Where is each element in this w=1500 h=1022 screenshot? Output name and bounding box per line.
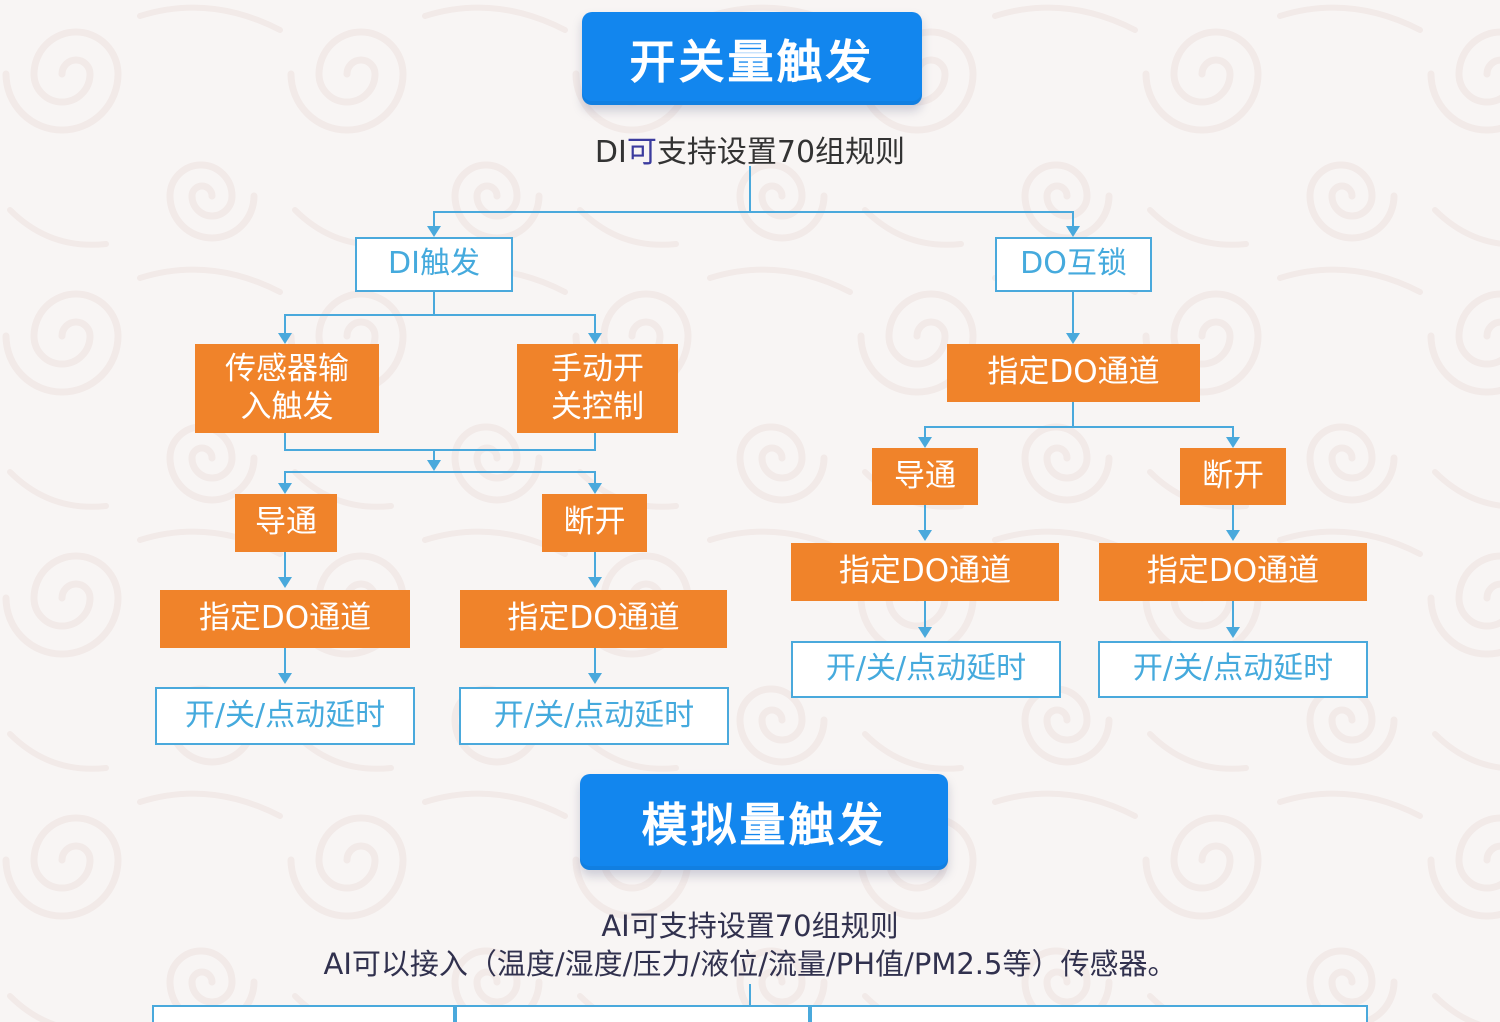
switch-trigger-banner: 开关量触发 (582, 12, 922, 105)
node-label-line: 入触发 (240, 388, 334, 425)
node-off-right: 断开 (1180, 448, 1286, 505)
node-manual-switch-control: 手动开 关控制 (517, 344, 678, 433)
connector (284, 471, 286, 484)
connector (924, 601, 926, 627)
node-label-line: 关控制 (551, 388, 644, 425)
arrow-down (918, 627, 932, 638)
arrow-down (278, 673, 292, 684)
arrow-down (278, 333, 292, 344)
connector (433, 292, 435, 316)
node-do-channel-left-2: 指定DO通道 (460, 590, 727, 648)
connector (284, 552, 286, 577)
node-do-channel-right-root: 指定DO通道 (947, 344, 1200, 402)
node-bottom-partial-3 (810, 1005, 1368, 1022)
arrow-down (278, 577, 292, 588)
node-di-trigger: DI触发 (355, 237, 513, 292)
analog-subtitle-line2: AI可以接入（温度/湿度/压力/液位/流量/PH值/PM2.5等）传感器。 (323, 947, 1177, 981)
arrow-down (1226, 437, 1240, 448)
arrow-down (1066, 333, 1080, 344)
connector (1232, 505, 1234, 530)
connector (284, 314, 596, 316)
node-off-left: 断开 (542, 494, 647, 552)
arrow-down (427, 226, 441, 237)
node-label-line: 传感器输 (225, 350, 349, 387)
connector (594, 314, 596, 333)
connector (284, 433, 286, 451)
node-delay-right-2: 开/关/点动延时 (1098, 641, 1368, 698)
connector (924, 426, 926, 437)
connector (284, 471, 596, 473)
subtitle-prefix: DI (594, 135, 627, 170)
arrow-down (588, 673, 602, 684)
connector (284, 449, 596, 451)
connector (433, 211, 435, 227)
node-do-interlock: DO互锁 (995, 237, 1152, 292)
connector (284, 314, 286, 333)
node-bottom-partial-2 (455, 1005, 810, 1022)
analog-subtitle-line1: AI可支持设置70组规则 (601, 909, 899, 943)
connector (284, 648, 286, 673)
connector (433, 211, 1074, 213)
arrow-down (278, 483, 292, 494)
arrow-down (588, 333, 602, 344)
connector (594, 648, 596, 673)
connector (1232, 601, 1234, 627)
arrow-down (1066, 226, 1080, 237)
connector (594, 433, 596, 451)
arrow-down (588, 577, 602, 588)
connector (1072, 402, 1074, 428)
connector (1072, 211, 1074, 227)
node-do-channel-right-2: 指定DO通道 (1099, 543, 1367, 601)
node-label-line: 手动开 (551, 350, 644, 387)
connector (594, 552, 596, 577)
connector (594, 471, 596, 484)
node-do-channel-right-1: 指定DO通道 (791, 543, 1059, 601)
arrow-down (588, 483, 602, 494)
subtitle-suffix: 支持设置70组规则 (656, 135, 906, 170)
node-delay-left-2: 开/关/点动延时 (459, 687, 729, 745)
arrow-down (1226, 627, 1240, 638)
connector (1232, 426, 1234, 437)
arrow-down (918, 437, 932, 448)
node-sensor-input-trigger: 传感器输 入触发 (195, 344, 379, 433)
connector (924, 505, 926, 530)
connector (1072, 292, 1074, 333)
node-bottom-partial-1 (152, 1005, 455, 1022)
connector (924, 426, 1234, 428)
node-delay-right-1: 开/关/点动延时 (791, 641, 1061, 698)
arrow-down (1226, 530, 1240, 541)
switch-trigger-subtitle: DI可支持设置70组规则 (0, 127, 1500, 171)
node-delay-left-1: 开/关/点动延时 (155, 687, 415, 745)
subtitle-highlight: 可 (626, 135, 657, 170)
connector (749, 166, 751, 213)
node-do-channel-left-1: 指定DO通道 (160, 590, 410, 648)
arrow-down (918, 530, 932, 541)
connector (749, 984, 751, 1006)
connector (433, 449, 435, 460)
node-on-right: 导通 (872, 448, 978, 505)
node-on-left: 导通 (235, 494, 337, 552)
arrow-down (427, 460, 441, 471)
analog-trigger-banner: 模拟量触发 (580, 774, 948, 870)
